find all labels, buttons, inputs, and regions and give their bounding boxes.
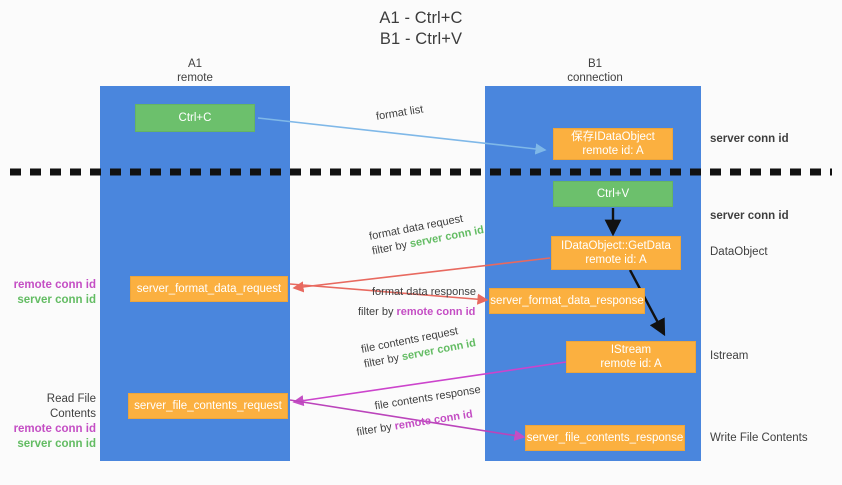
node-ctrl-c-label: Ctrl+C	[178, 112, 212, 124]
node-save-idataobject-sub: remote id: A	[582, 145, 644, 157]
edge-label-format-data-response: format data response filter by remote co…	[358, 285, 476, 320]
column-header-b1: B1 connection	[540, 58, 650, 85]
edge-label-format-list-text: format list	[375, 103, 425, 123]
left-label-read-file-contents-group: Read File Contents remote conn id server…	[4, 392, 96, 452]
node-getdata-sub: remote id: A	[585, 254, 647, 266]
node-server-format-data-request-label: server_format_data_request	[136, 283, 282, 295]
right-label-server-conn-id-mid: server conn id	[710, 210, 789, 222]
node-ctrl-v-label: Ctrl+V	[596, 188, 630, 200]
node-save-idataobject[interactable]: 保存IDataObject remote id: A	[553, 128, 673, 160]
left-label-file-server-conn-id: server conn id	[17, 438, 96, 450]
column-b1-name: B1	[587, 58, 603, 70]
node-server-format-data-response[interactable]: server_format_data_response	[489, 288, 645, 314]
right-label-write-file-contents: Write File Contents	[710, 432, 808, 444]
node-istream-label: IStream	[610, 344, 652, 356]
node-ctrl-v[interactable]: Ctrl+V	[553, 181, 673, 207]
node-server-file-contents-response[interactable]: server_file_contents_response	[525, 425, 685, 451]
left-label-file-remote-conn-id: remote conn id	[13, 423, 96, 435]
left-label-format-conn-ids: remote conn id server conn id	[10, 278, 96, 308]
left-label-format-remote-conn-id: remote conn id	[13, 279, 96, 291]
right-label-server-conn-id-top: server conn id	[710, 133, 789, 145]
node-server-format-data-request[interactable]: server_format_data_request	[130, 276, 288, 302]
node-server-file-contents-response-label: server_file_contents_response	[526, 432, 684, 444]
edge-label-file-contents-response: file contents response filter by remote …	[352, 383, 485, 441]
column-a1-role: remote	[177, 71, 213, 84]
edge-label-file-contents-request: file contents request filter by server c…	[360, 321, 477, 372]
right-label-istream: Istream	[710, 350, 749, 362]
node-istream-sub: remote id: A	[600, 358, 662, 370]
edge-label-file-contents-response-filter-value: remote conn id	[393, 408, 474, 433]
edge-label-format-data-response-filter-value: remote conn id	[396, 306, 476, 318]
column-a1-name: A1	[187, 58, 203, 70]
node-server-file-contents-request-label: server_file_contents_request	[134, 400, 282, 412]
title-line-1: A1 - Ctrl+C	[379, 9, 463, 27]
edge-label-file-contents-response-filter: filter by	[355, 420, 396, 439]
right-label-dataobject: DataObject	[710, 246, 768, 258]
node-istream[interactable]: IStream remote id: A	[566, 341, 696, 373]
node-getdata[interactable]: IDataObject::GetData remote id: A	[551, 236, 681, 270]
page-title: A1 - Ctrl+C B1 - Ctrl+V	[0, 8, 842, 50]
edge-label-format-data-request: format data request filter by server con…	[368, 208, 485, 259]
node-save-idataobject-label: 保存IDataObject	[571, 131, 655, 143]
left-label-format-server-conn-id: server conn id	[17, 294, 96, 306]
column-b1-role: connection	[567, 71, 623, 84]
node-server-format-data-response-label: server_format_data_response	[490, 295, 644, 307]
edge-label-format-data-response-text: format data response	[372, 286, 476, 298]
edge-label-format-data-response-filter: filter by	[358, 306, 397, 318]
node-server-file-contents-request[interactable]: server_file_contents_request	[128, 393, 288, 419]
column-header-a1: A1 remote	[140, 58, 250, 85]
node-ctrl-c[interactable]: Ctrl+C	[135, 104, 255, 132]
edge-label-format-list: format list	[375, 103, 424, 125]
node-getdata-label: IDataObject::GetData	[561, 240, 671, 252]
left-label-read-file-contents: Read File Contents	[46, 393, 96, 420]
title-line-2: B1 - Ctrl+V	[379, 30, 463, 48]
